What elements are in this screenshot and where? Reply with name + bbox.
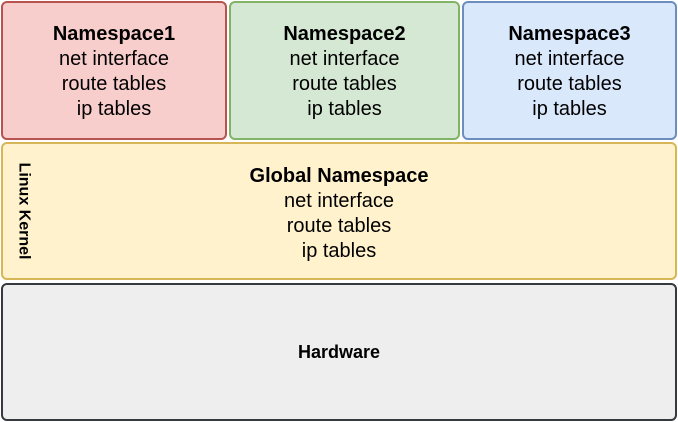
- namespace-3-net-interface: net interface: [514, 48, 625, 70]
- namespace-2-title: Namespace2: [283, 23, 406, 45]
- namespace-1-net-interface: net interface: [58, 48, 170, 70]
- global-namespace: Global Namespace net interface route tab…: [250, 164, 429, 264]
- hardware-box: Hardware: [1, 283, 677, 421]
- linux-kernel-box: Linux Kernel Global Namespace net interf…: [1, 142, 677, 280]
- linux-kernel-label: Linux Kernel: [15, 162, 32, 260]
- namespace-2-route-tables: route tables: [292, 73, 397, 95]
- global-net-interface: net interface: [283, 190, 395, 212]
- namespace-3-box: Namespace3 net interface route tables ip…: [462, 1, 677, 140]
- hardware-label: Hardware: [297, 341, 381, 362]
- global-route-tables: route tables: [286, 215, 392, 237]
- namespace-3-route-tables: route tables: [517, 73, 622, 95]
- namespace-2-net-interface: net interface: [289, 48, 400, 70]
- namespace-1-ip-tables: ip tables: [76, 98, 152, 120]
- global-namespace-title: Global Namespace: [249, 165, 429, 187]
- namespace-1-box: Namespace1 net interface route tables ip…: [1, 1, 227, 140]
- namespace-2-ip-tables: ip tables: [307, 98, 382, 120]
- namespace-3-ip-tables: ip tables: [532, 98, 607, 120]
- global-ip-tables: ip tables: [301, 240, 377, 262]
- linux-kernel-label-wrap: Linux Kernel: [9, 144, 37, 278]
- namespace-1-title: Namespace1: [52, 23, 176, 45]
- namespace-2-box: Namespace2 net interface route tables ip…: [229, 1, 460, 140]
- namespace-1-route-tables: route tables: [61, 73, 167, 95]
- namespace-3-title: Namespace3: [508, 23, 631, 45]
